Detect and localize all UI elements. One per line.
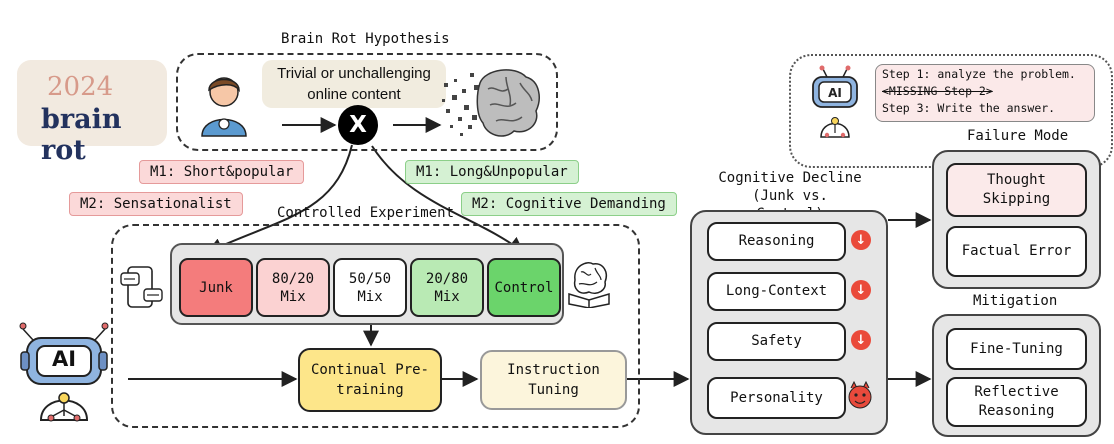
social-feed-icon (120, 266, 163, 308)
tag-control-m1: M1: Long&Unpopular (405, 160, 579, 184)
book-brain-icon (568, 262, 610, 308)
decline-arrow-icon: ↓ (851, 230, 871, 250)
mix-control: Control (487, 258, 561, 317)
ai-robot-label: AI (51, 347, 77, 371)
tag-junk-m2: M2: Sensationalist (69, 192, 243, 216)
devil-face-icon (848, 380, 872, 409)
step-3: Step 3: Write the answer. (882, 101, 1056, 115)
decaying-brain-icon (442, 69, 540, 137)
tag-control-m2: M2: Cognitive Demanding (461, 192, 677, 216)
arrow-x-to-junk (206, 144, 353, 254)
user-avatar-icon (201, 77, 247, 137)
item-factual-error: Factual Error (946, 226, 1087, 277)
mix-20-80: 20/80 Mix (410, 258, 484, 317)
x-logo-glyph: X (349, 112, 367, 138)
step-1: Step 1: analyze the problem. (882, 67, 1076, 81)
mix-80-20: 80/20 Mix (256, 258, 330, 317)
logo-text: brain rot (41, 104, 122, 166)
svg-text:AI: AI (828, 86, 842, 100)
item-thought-skipping: Thought Skipping (946, 163, 1087, 217)
item-reflective-reasoning: Reflective Reasoning (946, 377, 1087, 427)
pretraining-box: Continual Pre- training (298, 348, 442, 412)
content-label-text: Trivial or unchallenging online content (277, 65, 431, 103)
x-logo-icon: X (338, 105, 378, 145)
mitigation-title: Mitigation (973, 293, 1058, 309)
item-long-context: Long-Context (707, 272, 846, 311)
content-label (262, 60, 446, 108)
brain-rot-logo: 2024 brain rot (17, 60, 167, 166)
experiment-box (111, 224, 640, 428)
instruction-tuning-box: Instruction Tuning (480, 350, 627, 410)
mix-junk: Junk (179, 258, 253, 317)
item-reasoning: Reasoning (707, 222, 846, 261)
logo-year: 2024 (47, 72, 114, 102)
steps-card (875, 64, 1095, 122)
experiment-title: Controlled Experiment (277, 205, 455, 221)
decline-arrow-icon: ↓ (851, 330, 871, 350)
confused-robot-icon: AI (812, 65, 858, 138)
failure-title: Failure Mode (967, 128, 1069, 144)
tag-junk-m1: M1: Short&popular (139, 160, 305, 184)
item-personality: Personality (707, 377, 846, 419)
ai-robot-icon (19, 322, 109, 422)
item-safety: Safety (707, 322, 846, 361)
hypothesis-title: Brain Rot Hypothesis (281, 31, 450, 47)
arrow-x-to-control (371, 145, 525, 253)
mix-50-50: 50/50 Mix (333, 258, 407, 317)
step-2-missing: <MISSING Step 2> (882, 84, 993, 98)
item-fine-tuning: Fine-Tuning (946, 328, 1087, 370)
hypothesis-box (176, 53, 558, 151)
decline-arrow-icon: ↓ (851, 280, 871, 300)
arrows (128, 117, 932, 387)
